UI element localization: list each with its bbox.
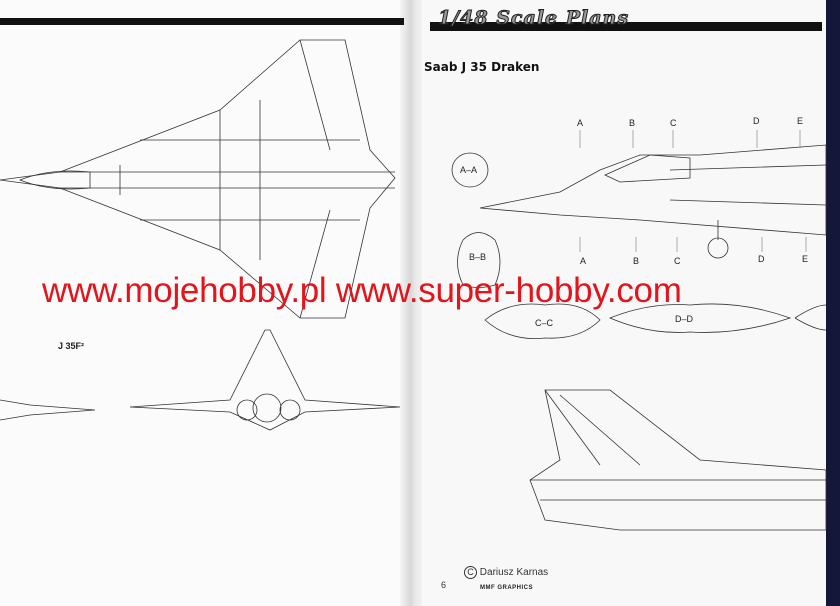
marker-top-c: C	[670, 118, 677, 128]
gutter	[400, 0, 424, 606]
article-title: Saab J 35 Draken	[424, 60, 540, 74]
left-page	[0, 0, 406, 606]
section-dd-label: D–D	[675, 314, 694, 324]
marker-bottom-d: D	[758, 254, 765, 264]
author-credit: C Dariusz Karnas	[464, 566, 548, 580]
right-page	[422, 0, 826, 606]
section-cc-label: C–C	[535, 318, 554, 328]
side-view-drawing	[479, 144, 827, 259]
marker-bottom-a: A	[580, 256, 587, 266]
page-number: 6	[441, 580, 447, 590]
section-bb-label: B–B	[469, 252, 487, 262]
marker-bottom-c: C	[674, 256, 681, 266]
marker-bottom-e: E	[802, 254, 809, 264]
copyright-icon: C	[464, 566, 477, 579]
marker-bottom-b: B	[633, 256, 640, 266]
sections-drawing	[451, 152, 827, 339]
page-edge	[826, 0, 840, 606]
author-name: Dariusz Karnas	[479, 567, 549, 578]
marker-top-a: A	[577, 118, 584, 128]
nose-fragment-drawing	[0, 399, 96, 421]
marker-top-e: E	[797, 116, 804, 126]
section-lines	[579, 130, 807, 252]
series-title: 1/48 Scale Plans	[437, 7, 630, 30]
marker-top-b: B	[629, 118, 636, 128]
plan-view-drawing	[0, 39, 396, 319]
front-view-drawing	[129, 329, 401, 431]
header-bar-right	[430, 22, 822, 31]
lower-side-view-drawing	[529, 389, 827, 531]
marker-top-d: D	[753, 116, 760, 126]
header-bar-left	[0, 18, 404, 25]
variant-label: J 35F²	[58, 341, 85, 351]
publisher-name: MMF GRAPHICS	[480, 585, 533, 591]
section-aa-label: A–A	[460, 165, 478, 175]
watermark: www.mojehobby.pl www.super-hobby.com	[42, 271, 682, 310]
